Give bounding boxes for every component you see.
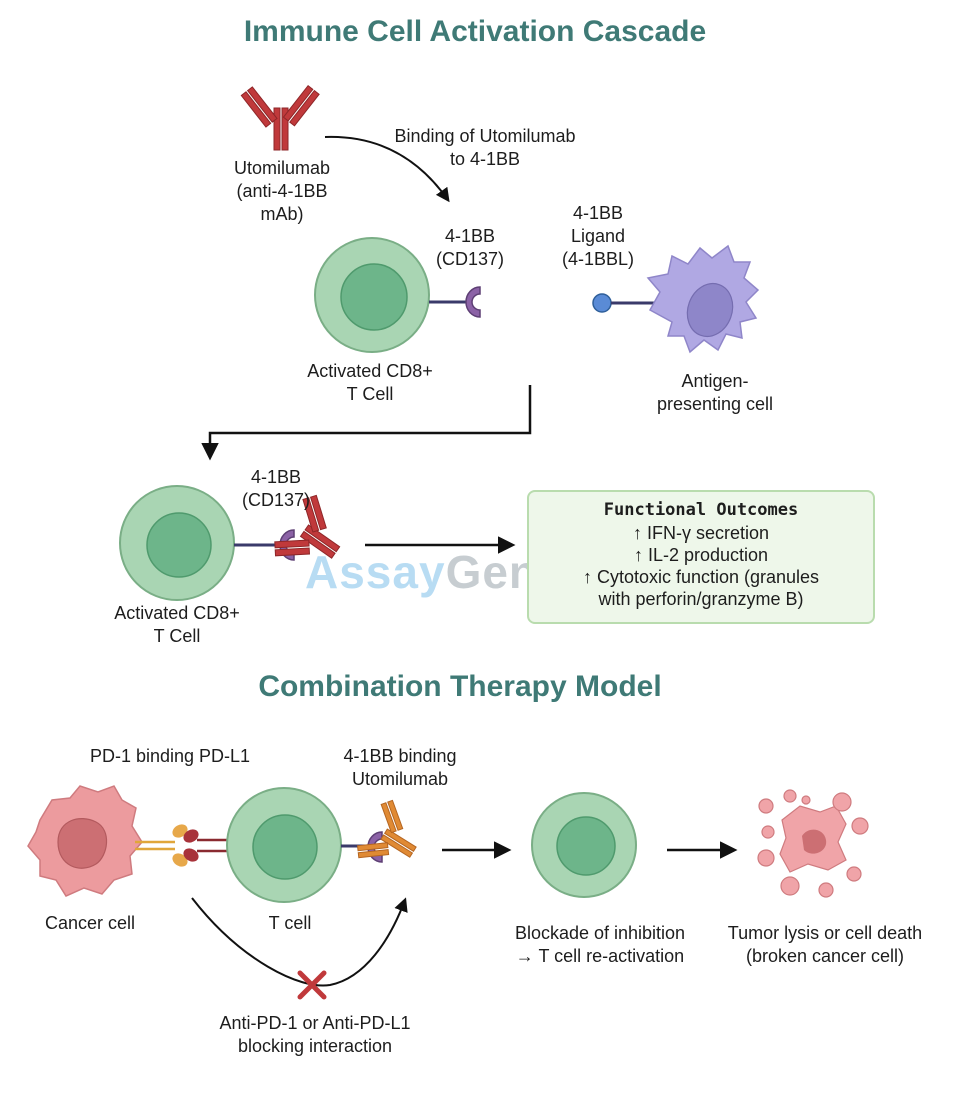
cascade-title: Immune Cell Activation Cascade bbox=[243, 15, 707, 48]
activated-t-cell-top bbox=[314, 237, 430, 353]
tcell-mid-label: Activated CD8+T Cell bbox=[114, 603, 240, 646]
cascade-elbow-arrow bbox=[201, 385, 532, 461]
block-x-icon bbox=[297, 970, 327, 1000]
outcomes-title: Functional Outcomes bbox=[603, 500, 799, 520]
tcell-top-label: Activated CD8+T Cell bbox=[307, 361, 433, 404]
receptor-4-1bb-icon bbox=[465, 286, 481, 318]
outcome-item: ↑ Cytotoxic function (granules bbox=[582, 567, 820, 587]
blocking-arrow bbox=[191, 897, 408, 987]
tumor-lysis-label: Tumor lysis or cell death(broken cancer … bbox=[727, 923, 923, 966]
activated-t-cell-mid bbox=[119, 485, 235, 601]
t-cell-label: T cell bbox=[268, 913, 312, 933]
outcome-item: with perforin/granzyme B) bbox=[598, 589, 804, 609]
outcome-item: ↑ IL-2 production bbox=[633, 545, 769, 565]
apc-label: Antigen-presenting cell bbox=[656, 371, 774, 414]
utomilumab-bottom-icon bbox=[356, 799, 417, 859]
pd1-binding-label: PD-1 binding PD-L1 bbox=[89, 746, 251, 766]
t-cell-bottom bbox=[226, 787, 342, 903]
receptor-top-label: 4-1BB(CD137) bbox=[435, 226, 505, 269]
reactivated-t-cell bbox=[531, 792, 637, 898]
bound-antibody-icon bbox=[274, 494, 341, 559]
functional-outcomes-box: Functional Outcomes ↑ IFN-γ secretion ↑ … bbox=[527, 490, 875, 624]
receptor-mid-label: 4-1BB(CD137) bbox=[241, 467, 311, 510]
blockade-label: Blockade of inhibition→ T cell re-activa… bbox=[514, 923, 686, 966]
binding-arrow bbox=[324, 135, 450, 203]
outcome-item: ↑ IFN-γ secretion bbox=[632, 523, 770, 543]
combination-title: Combination Therapy Model bbox=[258, 670, 662, 703]
cancer-cell-label: Cancer cell bbox=[44, 913, 136, 933]
utomilumab-antibody-icon bbox=[240, 84, 320, 151]
ligand-icon bbox=[592, 293, 612, 313]
